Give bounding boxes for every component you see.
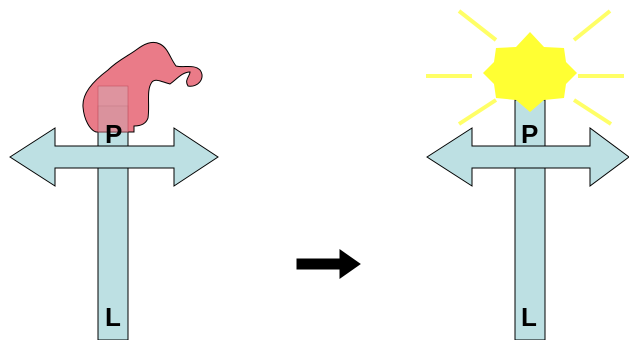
left-pink-blob xyxy=(82,41,203,133)
right-bottom-label: L xyxy=(521,302,537,332)
left-figure: P L xyxy=(9,41,219,340)
transition-arrow xyxy=(296,249,361,279)
sun-ray xyxy=(572,98,613,126)
left-bottom-label: L xyxy=(105,302,121,332)
left-top-label: P xyxy=(105,119,122,149)
sun-ray xyxy=(457,98,498,126)
left-shaft-overlay xyxy=(97,85,129,133)
right-top-label: P xyxy=(521,119,538,149)
sun-ray xyxy=(572,9,612,42)
right-double-arrow xyxy=(426,127,629,187)
left-double-arrow xyxy=(9,127,219,187)
left-vertical-shaft xyxy=(97,105,129,340)
sun-ray xyxy=(457,9,498,42)
sun-icon xyxy=(483,32,577,112)
right-figure: P L xyxy=(426,9,629,340)
sun-rays xyxy=(426,9,624,126)
